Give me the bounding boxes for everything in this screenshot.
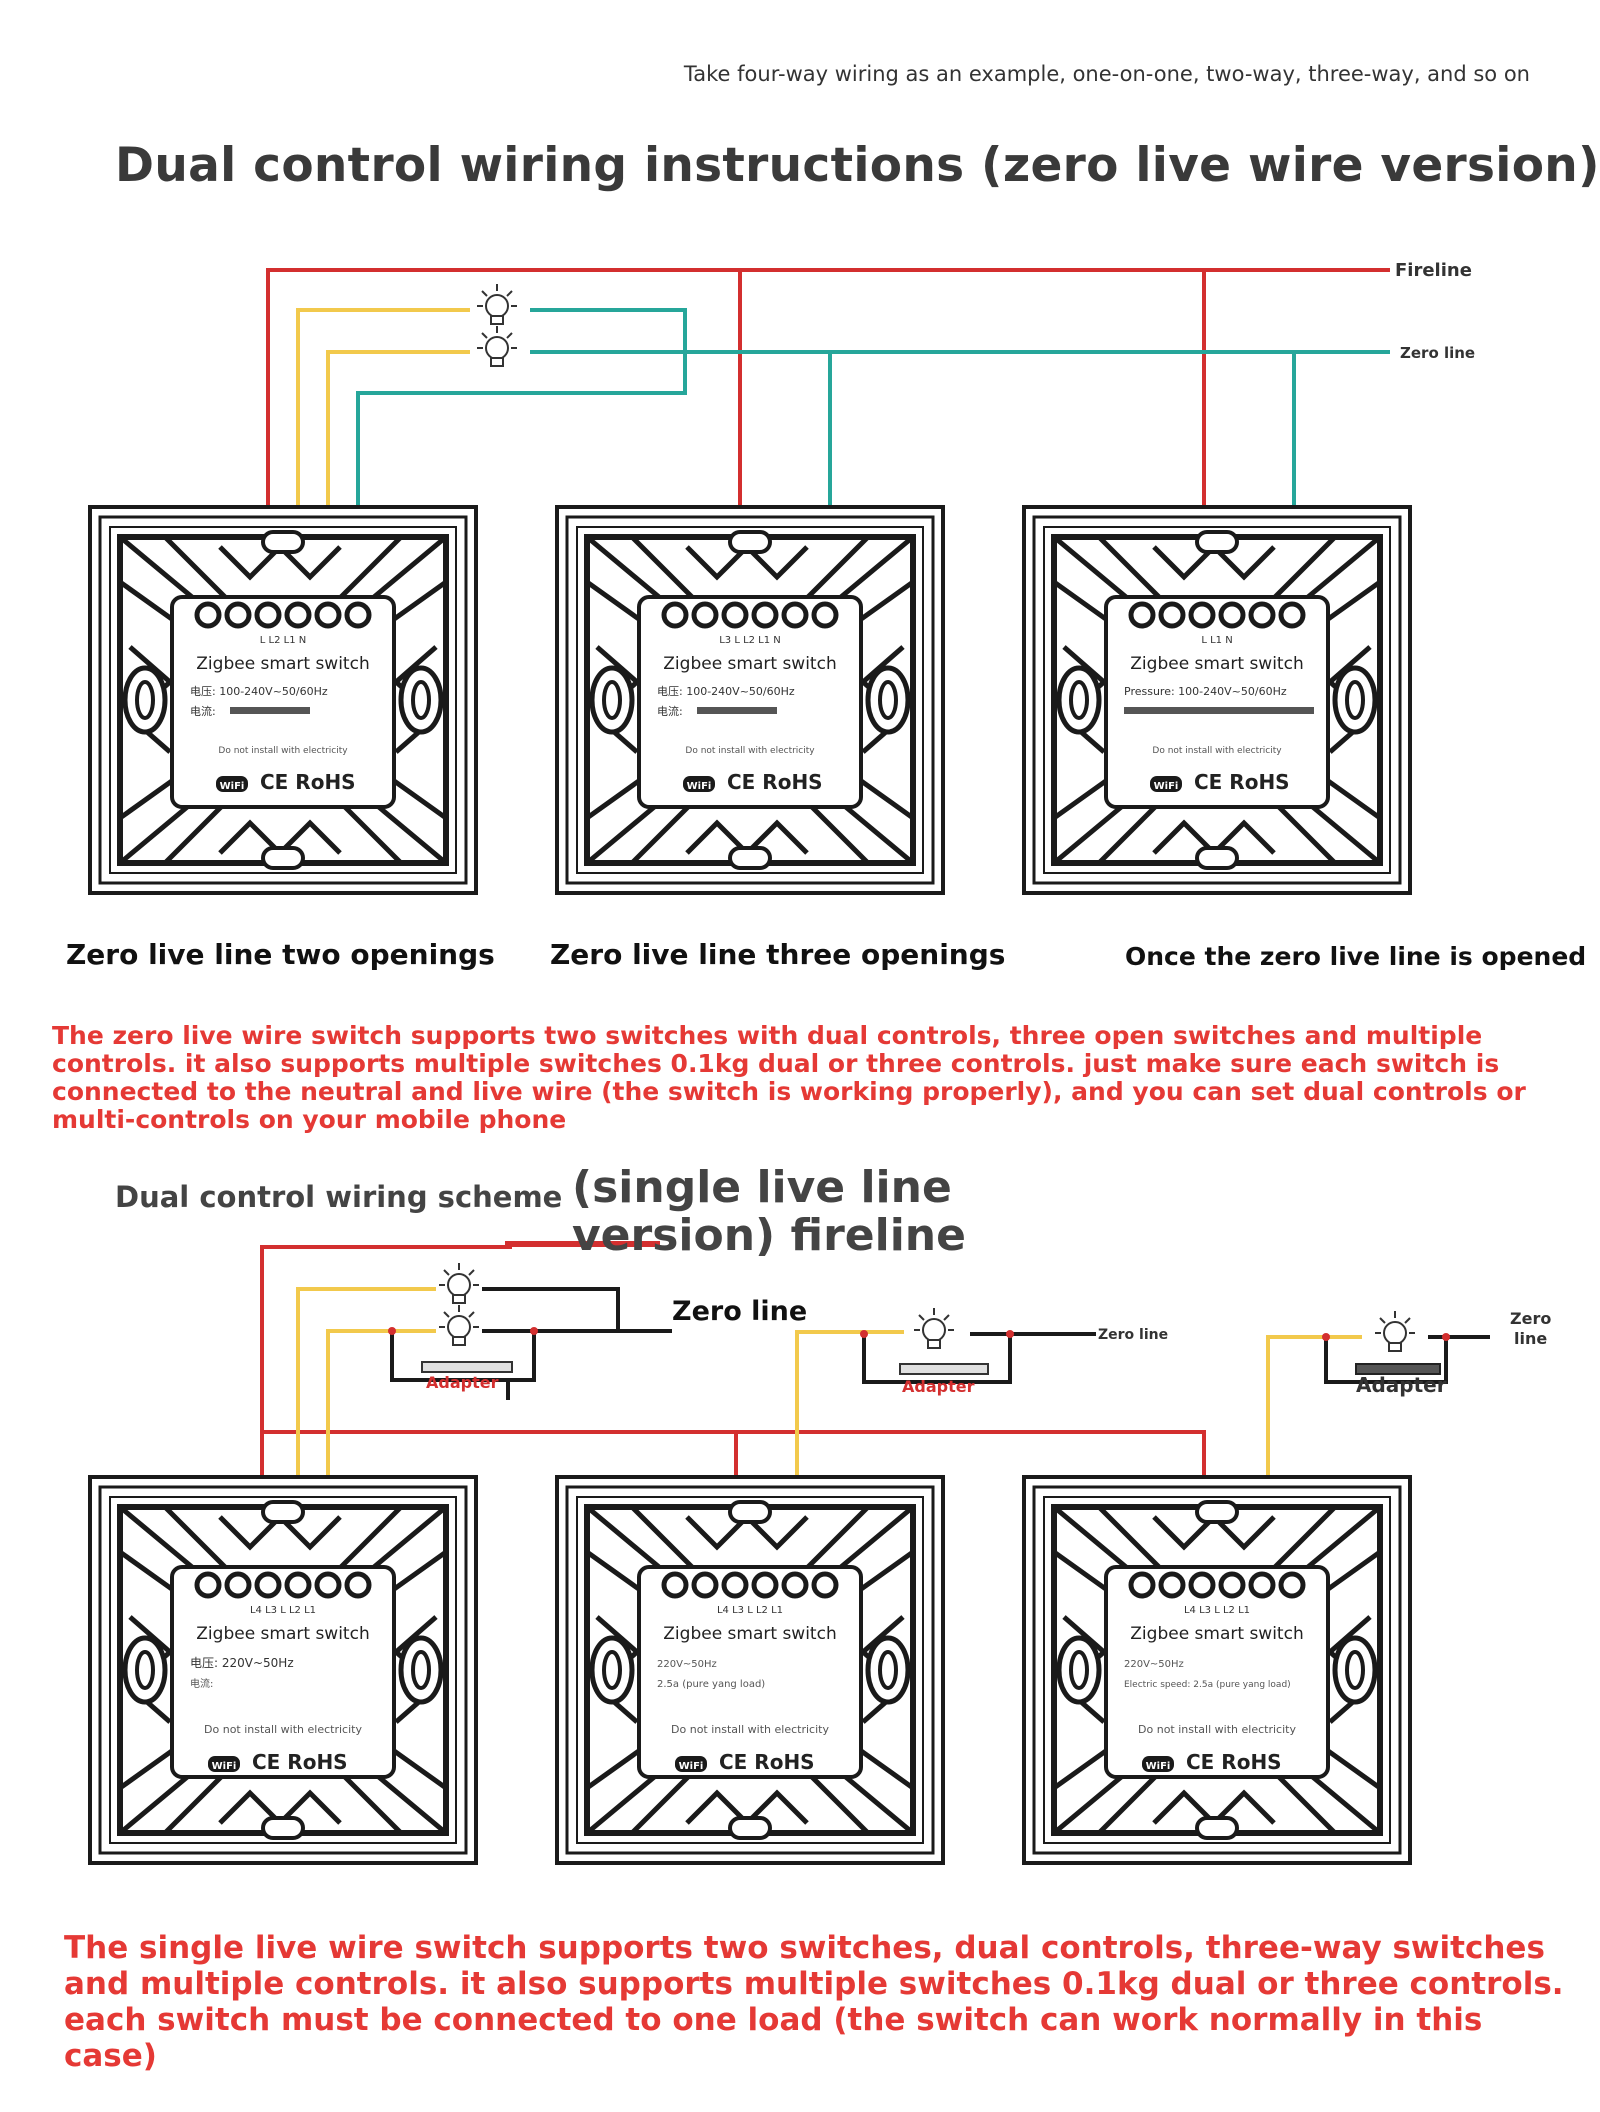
switch-panel: L4 L3 L L2 L1 Zigbee smart switch 220V~5… xyxy=(1024,1477,1410,1863)
switch-name: Zigbee smart switch xyxy=(1130,654,1303,674)
bulb-icon xyxy=(476,283,518,325)
terminal-labels: L4 L3 L L2 L1 xyxy=(250,1605,316,1616)
adapter-label: Adapter xyxy=(1356,1373,1447,1397)
switch-spec: 电压: 220V~50Hz xyxy=(190,1656,294,1670)
cert-marks: CE RoHS xyxy=(252,1750,348,1774)
switch-name: Zigbee smart switch xyxy=(663,1624,836,1644)
caption-two-openings: Zero live line two openings xyxy=(66,938,495,971)
terminal-labels: L3 L L2 L1 N xyxy=(719,635,781,646)
switch-warning: Do not install with electricity xyxy=(204,1723,362,1736)
switch-name: Zigbee smart switch xyxy=(663,654,836,674)
section1-note: The zero live wire switch supports two s… xyxy=(52,1021,1526,1134)
switch-panel: L3 L L2 L1 N Zigbee smart switch 电压: 100… xyxy=(557,507,943,893)
section2-note: The single live wire switch supports two… xyxy=(64,1930,1564,2074)
wifi-icon xyxy=(216,776,248,792)
fireline-label: Fireline xyxy=(1395,260,1472,281)
switch-panel: L4 L3 L L2 L1 Zigbee smart switch 220V~5… xyxy=(557,1477,943,1863)
terminal-labels: L4 L3 L L2 L1 xyxy=(1184,1605,1250,1616)
switch-spec: 220V~50Hz xyxy=(1124,1659,1184,1670)
wifi-icon xyxy=(683,776,715,792)
caption-one-opening: Once the zero live line is opened xyxy=(1125,942,1587,971)
switch-spec: 电流: xyxy=(190,1677,213,1690)
switch-warning: Do not install with electricity xyxy=(1152,746,1282,756)
switch-name: Zigbee smart switch xyxy=(196,1624,369,1644)
switch-spec: Electric speed: 2.5a (pure yang load) xyxy=(1124,1680,1291,1690)
adapter-label: Adapter xyxy=(426,1373,499,1392)
cert-marks: CE RoHS xyxy=(260,770,356,794)
switch-panel: L4 L3 L L2 L1 Zigbee smart switch 电压: 22… xyxy=(90,1477,476,1863)
switch-warning: Do not install with electricity xyxy=(671,1723,829,1736)
terminal-labels: L4 L3 L L2 L1 xyxy=(717,1605,783,1616)
switch-name: Zigbee smart switch xyxy=(1130,1624,1303,1644)
switch-panel: L L1 N Zigbee smart switch Pressure: 100… xyxy=(1024,507,1410,893)
switch-spec: 电压: 100-240V~50/60Hz xyxy=(657,685,795,698)
wifi-icon xyxy=(1150,776,1182,792)
cert-marks: CE RoHS xyxy=(1194,770,1290,794)
bulb-icon xyxy=(438,1304,480,1346)
switch-warning: Do not install with electricity xyxy=(218,746,348,756)
switch-spec: 电流: xyxy=(657,704,683,718)
zeroline-label: Zero line xyxy=(1098,1327,1168,1343)
switch-spec: 220V~50Hz xyxy=(657,1659,717,1670)
switch-spec: Pressure: 100-240V~50/60Hz xyxy=(1124,685,1287,698)
switch-warning: Do not install with electricity xyxy=(685,746,815,756)
switch-panel: L L2 L1 N Zigbee smart switch 电压: 100-24… xyxy=(90,507,476,893)
wifi-icon xyxy=(675,1756,707,1772)
terminal-labels: L L2 L1 N xyxy=(260,635,306,646)
adapter-label: Adapter xyxy=(902,1377,975,1396)
zeroline-label: Zero line xyxy=(672,1296,807,1327)
bulb-icon xyxy=(438,1262,480,1304)
caption-three-openings: Zero live line three openings xyxy=(550,938,1006,971)
section2-title: Dual control wiring scheme xyxy=(115,1180,563,1214)
bulb-icon xyxy=(1374,1310,1416,1352)
wifi-icon xyxy=(208,1756,240,1772)
cert-marks: CE RoHS xyxy=(719,1750,815,1774)
zeroline-label: Zero xyxy=(1510,1309,1551,1328)
terminal-labels: L L1 N xyxy=(1201,635,1232,646)
section2-subtitle: (single live line version) fireline xyxy=(572,1162,966,1261)
header-note: Take four-way wiring as an example, one-… xyxy=(683,62,1530,86)
zeroline-label: line xyxy=(1514,1329,1547,1348)
cert-marks: CE RoHS xyxy=(1186,1750,1282,1774)
cert-marks: CE RoHS xyxy=(727,770,823,794)
page-title: Dual control wiring instructions (zero l… xyxy=(115,138,1600,193)
zeroline-label: Zero line xyxy=(1400,344,1475,362)
bulb-icon xyxy=(913,1307,955,1349)
wifi-icon xyxy=(1142,1756,1174,1772)
switch-name: Zigbee smart switch xyxy=(196,654,369,674)
switch-spec: 2.5a (pure yang load) xyxy=(657,1679,765,1690)
switch-spec: 电流: xyxy=(190,704,216,718)
bulb-icon xyxy=(476,325,518,367)
switch-spec: 电压: 100-240V~50/60Hz xyxy=(190,685,328,698)
switch-warning: Do not install with electricity xyxy=(1138,1723,1296,1736)
